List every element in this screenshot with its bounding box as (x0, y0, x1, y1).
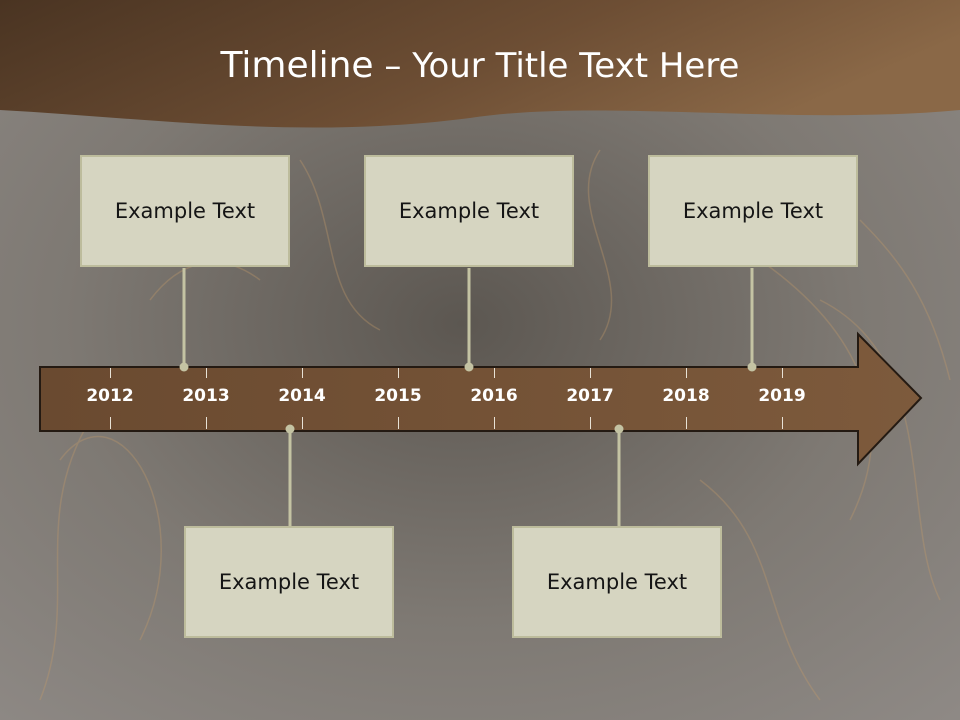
year-label: 2016 (470, 386, 518, 406)
year-label: 2012 (86, 386, 134, 406)
year-label: 2013 (182, 386, 230, 406)
header-banner (0, 0, 960, 128)
event-box-top-2[interactable]: Example Text (364, 155, 574, 267)
event-box-top-3[interactable]: Example Text (648, 155, 858, 267)
title-separator: – (373, 46, 413, 86)
title-subtext: Your Title Text Here (412, 46, 740, 86)
timeline-arrow (39, 331, 923, 467)
event-box-bottom-2[interactable]: Example Text (512, 526, 722, 638)
year-label: 2019 (758, 386, 806, 406)
title-main: Timeline (220, 45, 374, 86)
year-label: 2014 (278, 386, 326, 406)
year-label: 2017 (566, 386, 614, 406)
slide-title: Timeline – Your Title Text Here (0, 42, 960, 90)
connector-top-3-dot (747, 362, 757, 372)
connector-bottom-2-dot (614, 424, 624, 434)
year-label: 2018 (662, 386, 710, 406)
year-label: 2015 (374, 386, 422, 406)
connector-top-2-dot (464, 362, 474, 372)
connector-top-1-dot (179, 362, 189, 372)
event-box-top-1[interactable]: Example Text (80, 155, 290, 267)
connector-bottom-1-dot (285, 424, 295, 434)
event-box-bottom-1[interactable]: Example Text (184, 526, 394, 638)
